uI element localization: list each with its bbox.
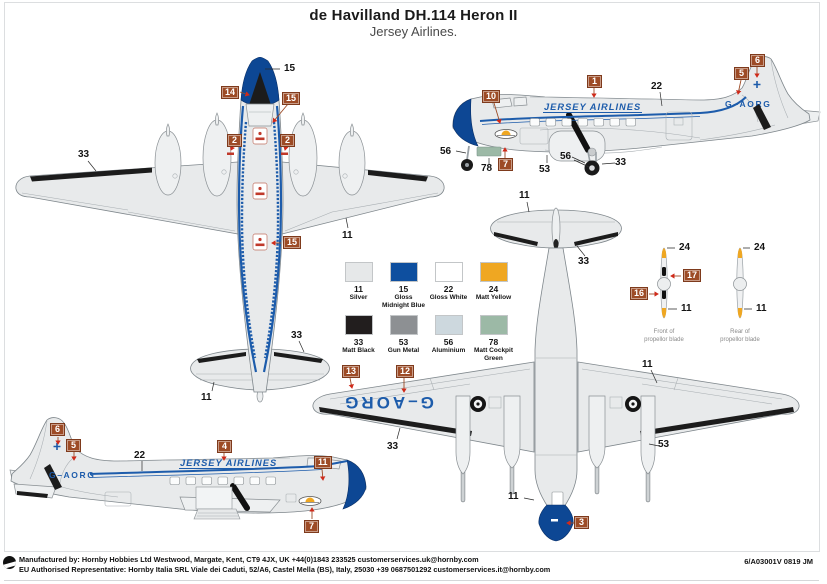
sheet-border	[4, 2, 820, 552]
sheet-bottom-rule	[4, 580, 819, 581]
callout-box-6: 6	[50, 423, 65, 436]
callout-box-5: 5	[66, 439, 81, 452]
paint-ref-11: 11	[519, 190, 530, 201]
paint-ref-11: 11	[201, 392, 212, 403]
paint-swatch	[479, 315, 508, 335]
paint-swatch	[434, 262, 463, 282]
paint-ref-33: 33	[387, 441, 399, 452]
page-subtitle: Jersey Airlines.	[369, 24, 458, 39]
callout-box-4: 4	[217, 440, 232, 453]
paint-ref-56: 56	[560, 151, 572, 162]
paint-ref-11: 11	[681, 303, 692, 314]
paint-chip: 78 Matt Cockpit Green	[471, 315, 516, 368]
starboard-side-profile-view: JERSEY AIRLINES G–AORG	[9, 417, 367, 520]
callout-box-10: 10	[482, 90, 501, 103]
exit-decal-strip	[252, 127, 268, 251]
callout-box-15: 15	[282, 92, 301, 105]
paint-ref-22: 22	[651, 81, 663, 92]
port-side-profile-view: JERSEY AIRLINES G–AORG	[452, 56, 821, 176]
callout-box-7: 7	[498, 158, 513, 171]
callout-box-12: 12	[396, 365, 415, 378]
paint-ref-33: 33	[291, 330, 303, 341]
page-title: de Havilland DH.114 Heron II	[309, 7, 518, 24]
callout-box-5: 5	[734, 67, 749, 80]
callout-box-16: 16	[630, 287, 649, 300]
callout-box-7: 7	[304, 520, 319, 533]
registration-underwing: G–AORG	[342, 393, 434, 412]
paint-swatch	[344, 315, 373, 335]
callout-box-2: 2	[280, 134, 295, 147]
callout-box-3: 3	[574, 516, 589, 529]
paint-ref-56: 56	[440, 146, 452, 157]
paint-ref-11: 11	[508, 491, 519, 502]
underside-plan-view: G–AORG	[312, 201, 800, 542]
callout-box-1: 1	[587, 75, 602, 88]
top-plan-view	[15, 56, 445, 403]
paint-chip: 56 Aluminium	[426, 315, 471, 368]
paint-chip: 15 Gloss Midnight Blue	[381, 262, 426, 315]
paint-swatch	[389, 315, 418, 335]
paint-ref-33: 33	[78, 149, 90, 160]
footer-manufacturer: Manufactured by: Hornby Hobbies Ltd West…	[19, 555, 479, 564]
registration-port: G–AORG	[725, 99, 771, 109]
prop-rear-label: Rear of propellor blade	[720, 329, 760, 344]
paint-ref-33: 33	[615, 157, 627, 168]
callout-box-17: 17	[683, 269, 702, 282]
document-code: 6/A03001V 0819 JM	[744, 557, 813, 566]
paint-ref-33: 33	[578, 256, 590, 267]
paint-chip: 33 Matt Black	[336, 315, 381, 368]
paint-ref-24: 24	[754, 242, 766, 253]
footer-eu-representative: EU Authorised Representative: Hornby Ita…	[19, 565, 551, 574]
paint-chip: 22 Gloss White	[426, 262, 471, 315]
prop-front-label: Front of propellor blade	[644, 329, 684, 344]
paint-ref-11: 11	[756, 303, 767, 314]
paint-ref-24: 24	[679, 242, 691, 253]
paint-swatch	[389, 262, 418, 282]
paint-swatch	[434, 315, 463, 335]
airline-titles-port: JERSEY AIRLINES	[544, 102, 641, 112]
callout-box-15: 15	[283, 236, 302, 249]
paint-chart: 11 Silver 15 Gloss Midnight Blue 22 Glos…	[336, 262, 516, 368]
callout-box-2: 2	[227, 134, 242, 147]
paint-ref-53: 53	[658, 439, 670, 450]
callout-box-14: 14	[221, 86, 240, 99]
registration-starboard: G–AORG	[49, 470, 95, 480]
airline-titles-starboard: JERSEY AIRLINES	[180, 458, 277, 468]
propeller-rear-diagram	[733, 247, 752, 319]
propeller-front-diagram	[649, 247, 681, 319]
paint-ref-15: 15	[284, 63, 296, 74]
paint-chip: 11 Silver	[336, 262, 381, 315]
paint-chip: 24 Matt Yellow	[471, 262, 516, 315]
callout-box-6: 6	[750, 54, 765, 67]
paint-ref-11: 11	[642, 359, 653, 370]
callout-box-13: 13	[342, 365, 361, 378]
paint-swatch	[344, 262, 373, 282]
paint-ref-11: 11	[342, 230, 353, 241]
paint-swatch	[479, 262, 508, 282]
paint-ref-22: 22	[134, 450, 146, 461]
callout-box-11: 11	[314, 456, 332, 469]
paint-chip: 53 Gun Metal	[381, 315, 426, 368]
paint-ref-78: 78	[481, 163, 493, 174]
hornby-globe-icon	[3, 556, 16, 569]
paint-ref-53: 53	[539, 164, 551, 175]
